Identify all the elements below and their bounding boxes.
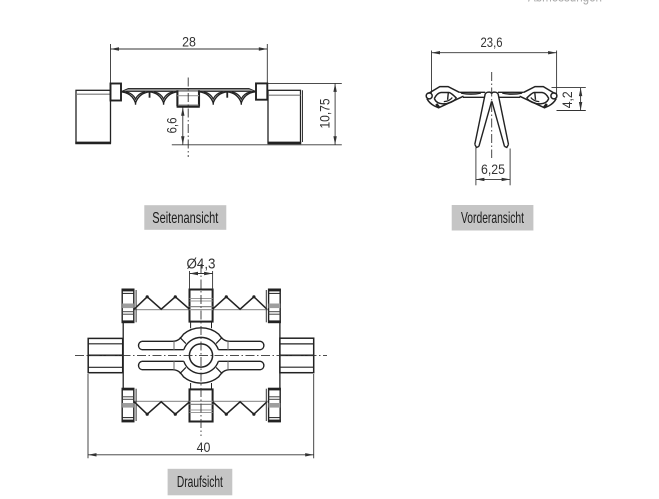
svg-text:6,25: 6,25 [481, 161, 505, 177]
svg-text:40: 40 [197, 439, 211, 455]
svg-text:28: 28 [182, 34, 196, 50]
svg-text:Ø4,3: Ø4,3 [187, 256, 216, 272]
svg-text:Vorderansicht: Vorderansicht [461, 210, 524, 227]
svg-text:10,75: 10,75 [317, 98, 333, 128]
svg-text:23,6: 23,6 [481, 34, 503, 50]
svg-text:6,6: 6,6 [164, 117, 180, 133]
svg-text:4,2: 4,2 [559, 91, 575, 108]
svg-text:Abmessungen: Abmessungen [528, 0, 602, 5]
svg-text:Seitenansicht: Seitenansicht [152, 210, 218, 227]
svg-text:Draufsicht: Draufsicht [177, 474, 223, 491]
